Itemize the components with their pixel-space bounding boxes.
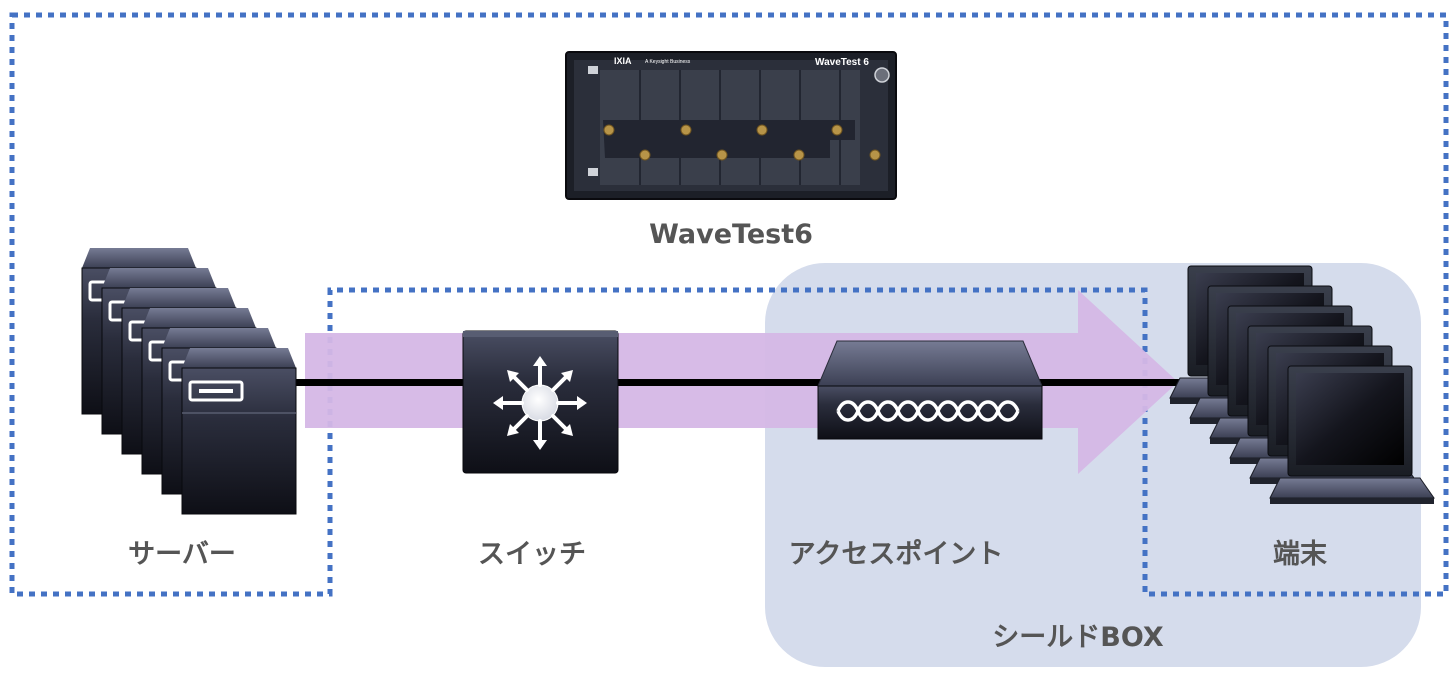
server-label: サーバー [128, 539, 236, 570]
switch-label: スイッチ [478, 539, 586, 570]
device-brand-sub: A Keysight Business [645, 59, 691, 65]
network-cable-line [290, 379, 1180, 386]
device-brand: IXIA [614, 56, 632, 66]
terminal-label: 端末 [1273, 539, 1327, 570]
switch-icon [462, 330, 619, 474]
device-model-text: WaveTest 6 [815, 57, 869, 68]
access-point-icon [817, 340, 1043, 440]
terminal-icon [1169, 265, 1435, 504]
wavetest-device: IXIA A Keysight Business WaveTest 6 [565, 51, 897, 200]
server-icon [81, 248, 297, 515]
wavetest-label: WaveTest6 [649, 219, 813, 250]
shield-box-label: シールドBOX [992, 622, 1164, 653]
access-point-label: アクセスポイント [788, 539, 1004, 570]
outer-test-boundary [9, 12, 1449, 597]
